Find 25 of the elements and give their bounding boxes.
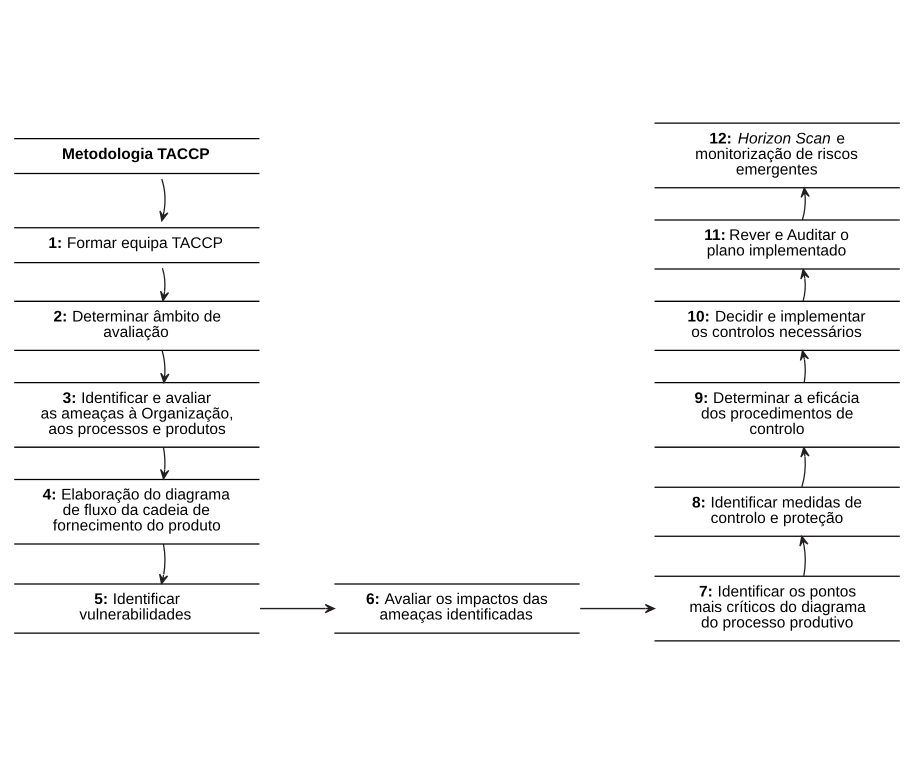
arrow: [800, 187, 810, 220]
node-text: Metodologia TACCP: [61, 146, 210, 163]
node-text: 2: Determinar âmbito de avaliação: [53, 308, 220, 341]
arrow: [800, 446, 810, 488]
arrow: [580, 604, 655, 614]
arrow: [260, 604, 334, 614]
arrow: [159, 447, 169, 480]
node-text: 10: Decidir e implementar os controlos necessários: [686, 308, 866, 341]
node-text: 12: Horizon Scan e monitorização de riscos emergentes: [694, 130, 858, 178]
node-text: 8: Identificar medidas de controlo e proteção: [691, 494, 862, 527]
node-text: 4: Elaboração do diagrama de fluxo da cadeia de fornecimento do produto: [42, 486, 230, 535]
arrow: [158, 544, 168, 584]
node-text: 6: Avaliar os impactos das ameaças identificadas: [365, 591, 548, 624]
node-text: 9: Determinar a eficácia dos procedimentos de controlo: [694, 390, 859, 438]
arrow: [159, 268, 169, 302]
node-text: 1: Formar equipa TACCP: [48, 234, 222, 252]
arrow: [158, 178, 168, 222]
node-text: 7: Identificar os pontos mais críticos do diagrama do processo produtivo: [688, 583, 866, 632]
arrow: [799, 350, 809, 383]
arrow: [798, 536, 808, 576]
node-text: 5: Identificar vulnerabilidades: [78, 591, 191, 624]
arrow: [800, 268, 809, 302]
node-text: 3: Identificar e avaliar as ameaças à Organização, aos processos e produtos: [40, 390, 233, 438]
arrow: [160, 350, 170, 384]
node-text: 11: Rever e Auditar o plano implementado: [704, 227, 848, 260]
